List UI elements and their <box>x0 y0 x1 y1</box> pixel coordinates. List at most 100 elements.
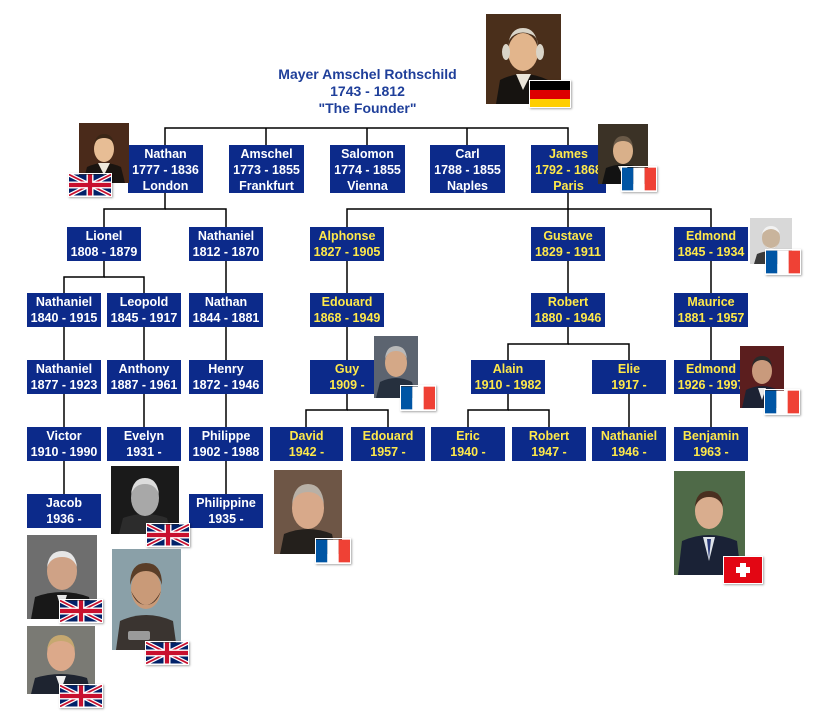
name-label: Nathan <box>204 295 248 309</box>
name-label: Alain <box>492 362 524 376</box>
years-label: 1773 - 1855 <box>233 163 300 177</box>
name-label: Nathaniel <box>35 362 93 376</box>
box-lionel-1808[interactable]: Lionel 1808 - 1879 <box>67 227 141 261</box>
years-label: 1910 - 1990 <box>30 445 98 459</box>
years-label: 1942 - <box>288 445 325 459</box>
years-label: 1840 - 1915 <box>30 311 98 325</box>
name-label: Nathaniel <box>600 429 658 443</box>
name-label: Eric <box>456 429 480 443</box>
box-philippe-1902[interactable]: Philippe 1902 - 1988 <box>189 427 263 461</box>
box-guy-1909[interactable]: Guy 1909 - <box>310 360 384 394</box>
box-philippine-1935[interactable]: Philippine 1935 - <box>189 494 263 528</box>
box-eric-1940[interactable]: Eric 1940 - <box>431 427 505 461</box>
name-label: Victor <box>46 429 82 443</box>
box-alain-1910[interactable]: Alain 1910 - 1982 <box>471 360 545 394</box>
box-salomon-1774[interactable]: Salomon 1774 - 1855 Vienna <box>330 145 405 193</box>
box-nathan-1844[interactable]: Nathan 1844 - 1881 <box>189 293 263 327</box>
name-label: Philippine <box>196 496 256 510</box>
box-carl-1788[interactable]: Carl 1788 - 1855 Naples <box>430 145 505 193</box>
box-gustave-1829[interactable]: Gustave 1829 - 1911 <box>531 227 605 261</box>
box-henry-1872[interactable]: Henry 1872 - 1946 <box>189 360 263 394</box>
box-edouard-1957[interactable]: Edouard 1957 - <box>351 427 425 461</box>
box-nathaniel-1812[interactable]: Nathaniel 1812 - 1870 <box>189 227 263 261</box>
box-nathaniel-1877[interactable]: Nathaniel 1877 - 1923 <box>27 360 101 394</box>
united-kingdom-flag-icon <box>146 523 190 547</box>
name-label: Philippe <box>201 429 251 443</box>
years-label: 1808 - 1879 <box>70 245 138 259</box>
name-label: Amschel <box>240 147 293 161</box>
bearded-man-portrait <box>112 549 181 650</box>
france-flag-icon <box>764 389 800 415</box>
box-alphonse-1827[interactable]: Alphonse 1827 - 1905 <box>310 227 384 261</box>
united-kingdom-flag-icon <box>68 173 112 197</box>
name-label: David <box>289 429 324 443</box>
name-label: Edouard <box>362 429 414 443</box>
name-label: Henry <box>208 362 244 376</box>
box-elie-1917[interactable]: Elie 1917 - <box>592 360 666 394</box>
box-benjamin-1963[interactable]: Benjamin 1963 - <box>674 427 748 461</box>
box-nathaniel-1840[interactable]: Nathaniel 1840 - 1915 <box>27 293 101 327</box>
box-edmond-1845[interactable]: Edmond 1845 - 1934 <box>674 227 748 261</box>
name-label: Edmond <box>686 229 736 243</box>
name-label: Alphonse <box>318 229 376 243</box>
founder-years: 1743 - 1812 <box>330 83 405 99</box>
box-nathan-1777[interactable]: Nathan 1777 - 1836 London <box>128 145 203 193</box>
years-label: 1880 - 1946 <box>534 311 602 325</box>
founder-title: "The Founder" <box>318 100 417 116</box>
box-evelyn-1931[interactable]: Evelyn 1931 - <box>107 427 181 461</box>
box-edouard-1868[interactable]: Edouard 1868 - 1949 <box>310 293 384 327</box>
box-jacob-1936[interactable]: Jacob 1936 - <box>27 494 101 528</box>
years-label: 1845 - 1917 <box>110 311 178 325</box>
years-label: 1931 - <box>126 445 162 459</box>
name-label: Elie <box>617 362 641 376</box>
name-label: Lionel <box>85 229 123 243</box>
years-label: 1844 - 1881 <box>192 311 260 325</box>
name-label: Edmond <box>686 362 736 376</box>
france-flag-icon <box>315 538 351 564</box>
years-label: 1881 - 1957 <box>677 311 745 325</box>
name-label: Nathan <box>144 147 187 161</box>
founder-title-block: Mayer Amschel Rothschild 1743 - 1812 "Th… <box>255 66 480 117</box>
years-label: 1963 - <box>693 445 729 459</box>
united-kingdom-flag-icon <box>145 641 189 665</box>
name-label: Edouard <box>321 295 373 309</box>
name-label: Salomon <box>341 147 394 161</box>
years-label: 1902 - 1988 <box>192 445 260 459</box>
france-flag-icon <box>621 166 657 192</box>
name-label: Maurice <box>687 295 735 309</box>
box-nathaniel-1946[interactable]: Nathaniel 1946 - <box>592 427 666 461</box>
years-label: 1774 - 1855 <box>334 163 401 177</box>
box-anthony-1887[interactable]: Anthony 1887 - 1961 <box>107 360 181 394</box>
place-label: Vienna <box>347 179 388 193</box>
box-victor-1910[interactable]: Victor 1910 - 1990 <box>27 427 101 461</box>
years-label: 1917 - <box>611 378 647 392</box>
box-amschel-1773[interactable]: Amschel 1773 - 1855 Frankfurt <box>229 145 304 193</box>
years-label: 1829 - 1911 <box>534 245 602 259</box>
france-flag-icon <box>400 385 436 411</box>
box-james-1792[interactable]: James 1792 - 1868 Paris <box>531 145 606 193</box>
name-label: James <box>549 147 588 161</box>
name-label: Leopold <box>119 295 169 309</box>
years-label: 1935 - <box>208 512 244 526</box>
box-david-1942[interactable]: David 1942 - <box>270 427 343 461</box>
box-robert-1947[interactable]: Robert 1947 - <box>512 427 586 461</box>
box-maurice-1881[interactable]: Maurice 1881 - 1957 <box>674 293 748 327</box>
place-label: London <box>142 179 189 193</box>
place-label: Naples <box>447 179 488 193</box>
box-robert-1880[interactable]: Robert 1880 - 1946 <box>531 293 605 327</box>
years-label: 1877 - 1923 <box>30 378 98 392</box>
years-label: 1872 - 1946 <box>192 378 260 392</box>
france-flag-icon <box>765 249 801 275</box>
years-label: 1910 - 1982 <box>474 378 542 392</box>
name-label: Evelyn <box>123 429 165 443</box>
place-label: Paris <box>553 179 584 193</box>
box-edmond-1926[interactable]: Edmond 1926 - 1997 <box>674 360 748 394</box>
name-label: Carl <box>455 147 480 161</box>
years-label: 1845 - 1934 <box>677 245 745 259</box>
germany-flag-icon <box>529 80 571 108</box>
years-label: 1812 - 1870 <box>192 245 260 259</box>
name-label: Guy <box>334 362 360 376</box>
box-leopold-1845[interactable]: Leopold 1845 - 1917 <box>107 293 181 327</box>
years-label: 1940 - <box>450 445 486 459</box>
